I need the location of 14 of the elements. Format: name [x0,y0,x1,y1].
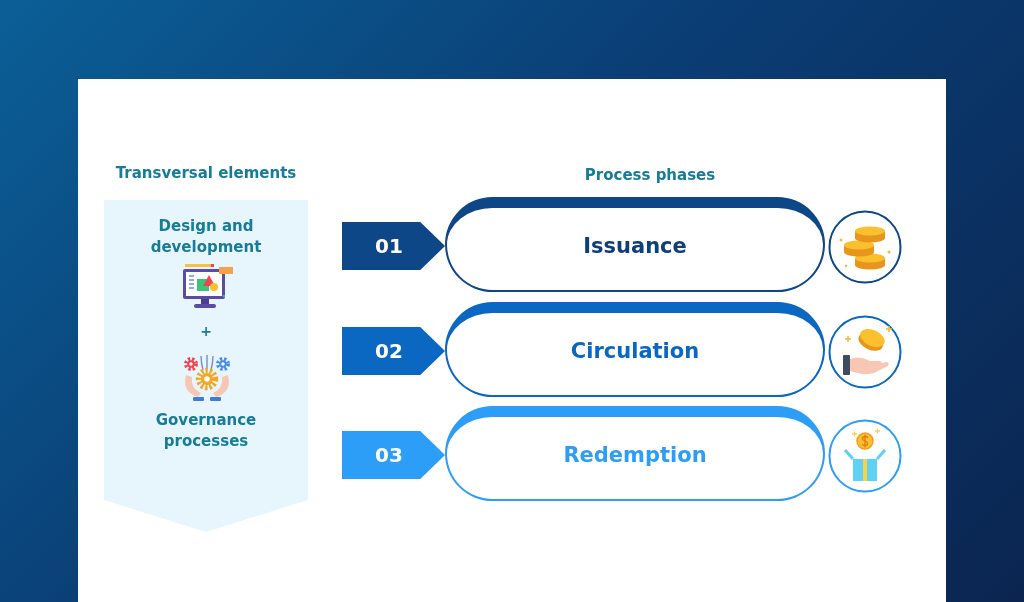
phase-title: Redemption [563,442,707,468]
element-title: Governance processes [154,410,258,452]
step-number: 01 [375,234,403,258]
step-number: 02 [375,339,403,363]
step-number-tab [342,327,445,375]
plus-sign: + [200,323,212,339]
step-number-tab [342,222,445,270]
step-number: 03 [375,443,403,467]
phase-title: Issuance [583,233,687,259]
step-number-tab [342,431,445,479]
column-heading: Process phases [584,165,716,185]
phase-title: Circulation [570,338,700,364]
column-heading: Transversal elements [115,163,297,183]
element-title: Design and development [149,216,263,258]
